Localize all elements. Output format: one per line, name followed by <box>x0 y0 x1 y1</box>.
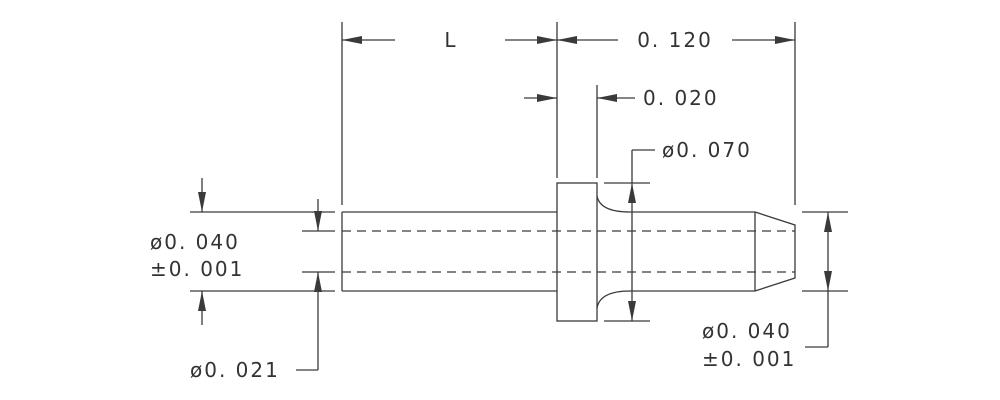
left-tolerance-label: ±0. 001 <box>150 257 244 281</box>
right-tolerance-label: ±0. 001 <box>702 347 796 371</box>
bore-diameter-label: ø0. 021 <box>190 358 280 382</box>
collar-diameter-label: ø0. 070 <box>662 138 752 162</box>
dimension-left-diameter: ø0. 040 ±0. 001 <box>150 178 244 325</box>
dimension-collar-width: 0. 020 <box>524 86 719 110</box>
right-diameter-label: ø0. 040 <box>702 319 792 343</box>
length-label: L <box>444 28 456 52</box>
dimension-length: L <box>342 28 557 52</box>
dimension-bore-diameter: ø0. 021 <box>190 199 322 382</box>
dimension-shank-to-tip: 0. 120 <box>557 28 795 52</box>
pin-outline <box>341 182 796 322</box>
dimension-collar-diameter: ø0. 070 <box>628 138 752 321</box>
extension-lines <box>190 22 848 322</box>
collar-width-label: 0. 020 <box>643 86 719 110</box>
shank-to-tip-label: 0. 120 <box>637 28 713 52</box>
hidden-bore-lines <box>342 230 795 273</box>
left-diameter-label: ø0. 040 <box>150 230 240 254</box>
dimension-right-diameter: ø0. 040 ±0. 001 <box>702 212 832 371</box>
